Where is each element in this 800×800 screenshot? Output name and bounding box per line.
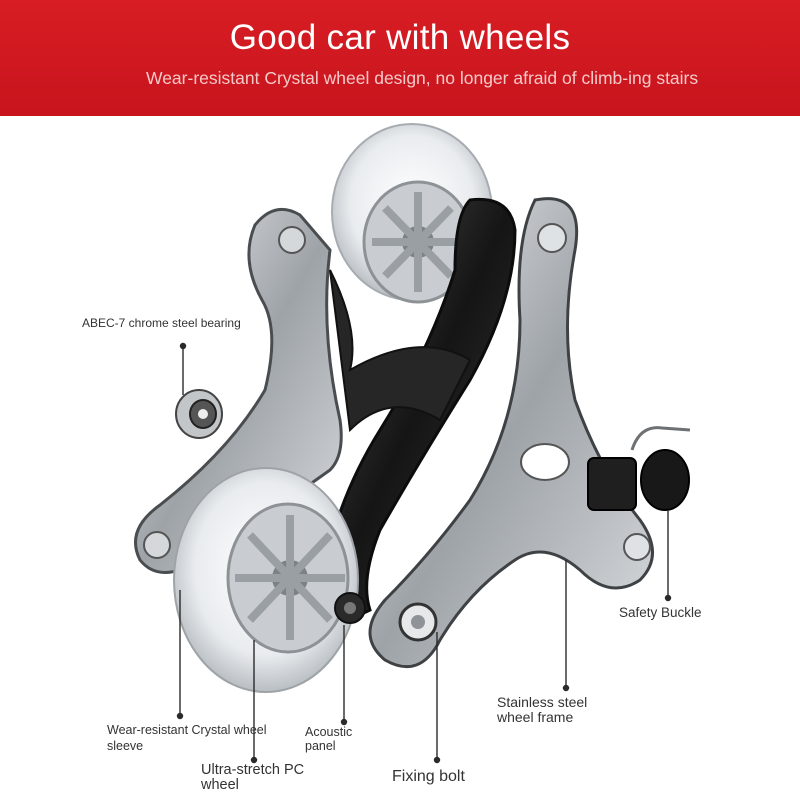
crystal-sleeve-label: Wear-resistant Crystal wheel sleeve [107, 723, 267, 753]
bearing-label: ABEC-7 chrome steel bearing [82, 316, 241, 330]
banner-subtitle: Wear-resistant Crystal wheel design, no … [146, 68, 699, 88]
acoustic-panel-hub [334, 592, 366, 624]
acoustic-panel-label: Acoustic panel [305, 725, 353, 753]
wheel-assembly-illustration [134, 123, 691, 693]
safety-buckle-label: Safety Buckle [619, 605, 702, 620]
pc-wheel-label: Ultra-stretch PC wheel [201, 762, 305, 793]
bearing-icon [175, 389, 223, 439]
safety-buckle [587, 426, 691, 511]
banner-title: Good car with wheels [229, 18, 571, 57]
bottom-crystal-wheel [173, 467, 359, 693]
fixing-bolt-label: Fixing bolt [392, 768, 465, 785]
front-steel-frame [368, 197, 654, 669]
header-banner: Good car with wheels Wear-resistant Crys… [0, 0, 800, 116]
steel-frame-label: Stainless steel wheel frame [497, 694, 588, 725]
fixing-bolt [398, 602, 438, 642]
